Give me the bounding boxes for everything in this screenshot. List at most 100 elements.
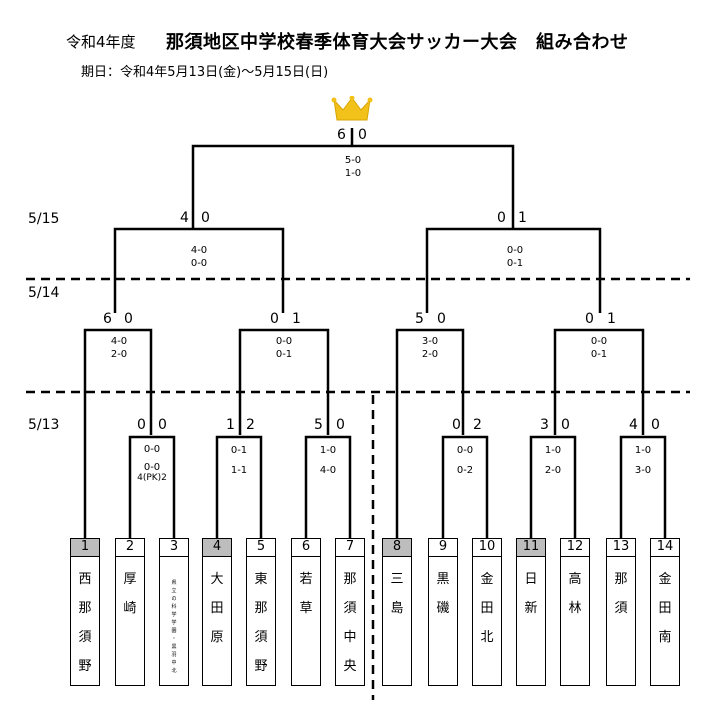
r1-m3-score-a: 5 bbox=[314, 417, 323, 433]
r1-m2-detail-2: 1-1 bbox=[230, 465, 248, 476]
semi-right-half-scores: 0-0 0-1 bbox=[495, 244, 535, 270]
team-box-5: 5 東那須野 bbox=[246, 538, 276, 686]
semi-left-detail-2: 0-0 bbox=[190, 258, 208, 269]
r1-m1-detail-1: 0-0 bbox=[143, 444, 161, 455]
team-box-13: 13 那須 bbox=[606, 538, 636, 686]
r1-m3-detail-2: 4-0 bbox=[319, 465, 337, 476]
team-number: 2 bbox=[116, 539, 144, 557]
r1-m6-score-a: 4 bbox=[629, 417, 638, 433]
final-score-left: 6 bbox=[337, 127, 346, 143]
r1-m6-half-scores: 1-0 3-0 bbox=[623, 444, 663, 477]
team-name: 那須 bbox=[614, 572, 628, 616]
qf4-half-scores: 0-0 0-1 bbox=[579, 335, 619, 361]
qf2-score-b: 1 bbox=[292, 311, 301, 327]
team-name: 西那須野 bbox=[78, 572, 92, 674]
qf1-score-a: 6 bbox=[103, 311, 112, 327]
final-detail-2: 1-0 bbox=[344, 168, 362, 179]
team-name: 金田南 bbox=[658, 572, 672, 645]
page-title: 那須地区中学校春季体育大会サッカー大会 組み合わせ bbox=[166, 32, 629, 53]
team-number: 5 bbox=[247, 539, 275, 557]
r1-m5-half-scores: 1-0 2-0 bbox=[533, 444, 573, 477]
date-label-5-13: 5/13 bbox=[28, 417, 60, 433]
team-name: 黒磯 bbox=[436, 572, 450, 616]
date-label-5-15: 5/15 bbox=[28, 211, 60, 227]
qf3-detail-1: 3-0 bbox=[421, 336, 439, 347]
tournament-period: 期日：令和4年5月13日(金)～5月15日(日) bbox=[81, 65, 329, 80]
team-number: 7 bbox=[336, 539, 364, 557]
team-number: 1 bbox=[71, 539, 99, 557]
team-number: 8 bbox=[383, 539, 411, 557]
qf4-score-b: 1 bbox=[607, 311, 616, 327]
team-name: 大田原 bbox=[210, 572, 224, 645]
r1-m2-score-b: 2 bbox=[246, 417, 255, 433]
team-box-6: 6 若草 bbox=[291, 538, 321, 686]
qf1-detail-2: 2-0 bbox=[110, 349, 128, 360]
team-name: 若草 bbox=[299, 572, 313, 616]
r1-m4-score-b: 2 bbox=[473, 417, 482, 433]
semi-right-score-b: 1 bbox=[518, 210, 527, 226]
team-number: 14 bbox=[651, 539, 679, 557]
qf1-score-b: 0 bbox=[124, 311, 133, 327]
r1-m4-score-a: 0 bbox=[452, 417, 461, 433]
r1-m1-half-scores: 0-0 0-0 4(PK)2 bbox=[127, 444, 177, 484]
title-year: 令和4年度 bbox=[66, 33, 136, 51]
team-name: 東那須野 bbox=[254, 572, 268, 674]
r1-m1-score-b: 0 bbox=[158, 417, 167, 433]
qf3-score-b: 0 bbox=[437, 311, 446, 327]
team-name: 日新 bbox=[524, 572, 538, 616]
r1-m4-half-scores: 0-0 0-2 bbox=[445, 444, 485, 477]
qf4-score-a: 0 bbox=[585, 311, 594, 327]
qf1-detail-1: 4-0 bbox=[110, 336, 128, 347]
r1-m5-detail-2: 2-0 bbox=[544, 465, 562, 476]
r1-m3-score-b: 0 bbox=[336, 417, 345, 433]
r1-m2-score-a: 1 bbox=[226, 417, 235, 433]
qf2-detail-2: 0-1 bbox=[275, 349, 293, 360]
team-number: 6 bbox=[292, 539, 320, 557]
r1-m4-detail-2: 0-2 bbox=[456, 465, 474, 476]
final-half-scores: 5-0 1-0 bbox=[333, 154, 373, 180]
r1-m2-half-scores: 0-1 1-1 bbox=[219, 444, 259, 477]
crown-icon bbox=[331, 96, 373, 121]
r1-m1-detail-2: 0-0 bbox=[143, 462, 161, 473]
semi-left-detail-1: 4-0 bbox=[190, 245, 208, 256]
qf1-half-scores: 4-0 2-0 bbox=[99, 335, 139, 361]
qf4-detail-1: 0-0 bbox=[590, 336, 608, 347]
team-number: 10 bbox=[473, 539, 501, 557]
team-box-1: 1 西那須野 bbox=[70, 538, 100, 686]
qf3-half-scores: 3-0 2-0 bbox=[410, 335, 450, 361]
qf3-detail-2: 2-0 bbox=[421, 349, 439, 360]
r1-m1-score-a: 0 bbox=[137, 417, 146, 433]
semi-right-score-a: 0 bbox=[497, 210, 506, 226]
team-box-14: 14 金田南 bbox=[650, 538, 680, 686]
team-name: 那須中央 bbox=[343, 572, 357, 674]
semi-left-half-scores: 4-0 0-0 bbox=[179, 244, 219, 270]
r1-m3-detail-1: 1-0 bbox=[319, 445, 337, 456]
r1-m3-half-scores: 1-0 4-0 bbox=[308, 444, 348, 477]
semi-right-detail-1: 0-0 bbox=[506, 245, 524, 256]
r1-m5-detail-1: 1-0 bbox=[544, 445, 562, 456]
r1-m6-detail-1: 1-0 bbox=[634, 445, 652, 456]
r1-m2-detail-1: 0-1 bbox=[230, 445, 248, 456]
qf2-half-scores: 0-0 0-1 bbox=[264, 335, 304, 361]
qf2-detail-1: 0-0 bbox=[275, 336, 293, 347]
semi-left-score-b: 0 bbox=[201, 210, 210, 226]
date-label-5-14: 5/14 bbox=[28, 285, 60, 301]
r1-m5-score-b: 0 bbox=[561, 417, 570, 433]
final-detail-1: 5-0 bbox=[344, 155, 362, 166]
semi-right-detail-2: 0-1 bbox=[506, 258, 524, 269]
r1-m5-score-a: 3 bbox=[540, 417, 549, 433]
r1-m1-pk: 4(PK)2 bbox=[137, 473, 167, 483]
qf2-score-a: 0 bbox=[270, 311, 279, 327]
team-box-7: 7 那須中央 bbox=[335, 538, 365, 686]
team-name: 高林 bbox=[568, 572, 582, 616]
team-number: 12 bbox=[561, 539, 589, 557]
team-number: 13 bbox=[607, 539, 635, 557]
